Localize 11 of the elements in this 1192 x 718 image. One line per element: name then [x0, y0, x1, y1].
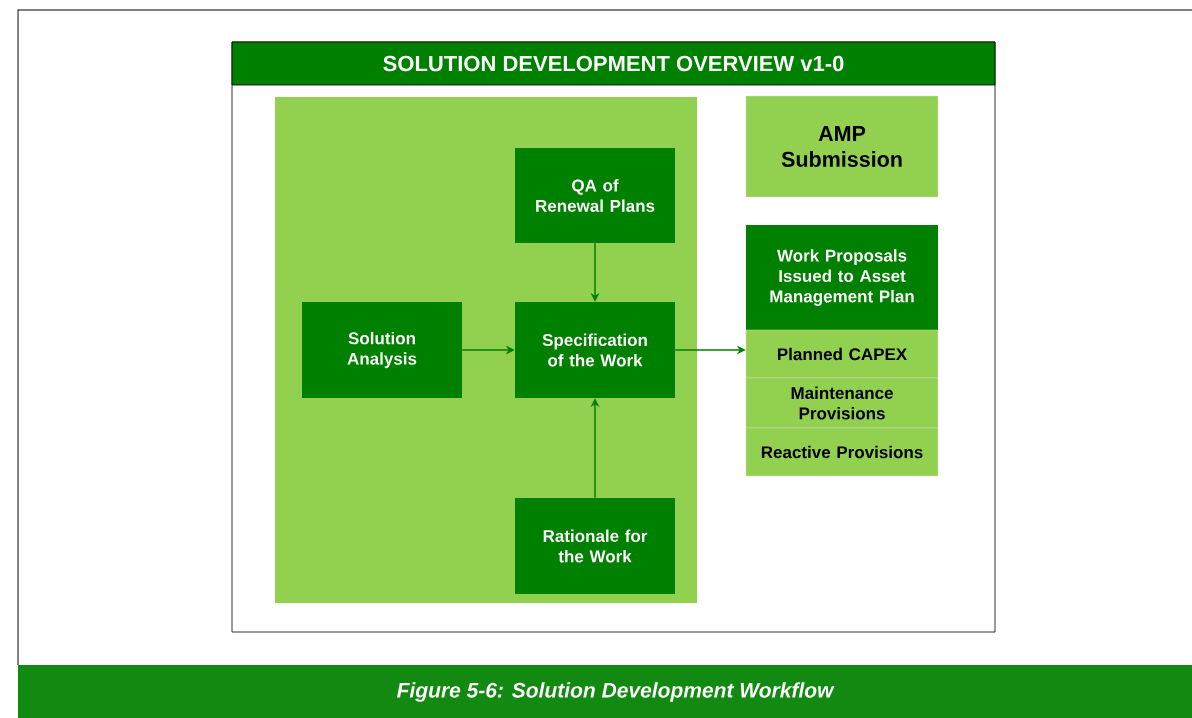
title-bar: SOLUTION DEVELOPMENT OVERVIEW v1-0 — [231, 41, 996, 86]
process-box: Rationale for the Work — [515, 498, 675, 594]
process-box: QA of Renewal Plans — [515, 148, 675, 243]
output-row: Reactive Provisions — [745, 427, 939, 477]
process-box: Solution Analysis — [302, 302, 462, 398]
output-row: Planned CAPEX — [745, 329, 939, 379]
caption-bar: Figure 5-6: Solution Development Workflow — [18, 665, 1192, 718]
process-box: Specification of the Work — [515, 302, 675, 398]
output-box: Work Proposals Issued to Asset Management Plan — [746, 225, 938, 330]
output-box: AMP Submission — [745, 95, 939, 198]
output-row: Maintenance Provisions — [745, 377, 939, 429]
